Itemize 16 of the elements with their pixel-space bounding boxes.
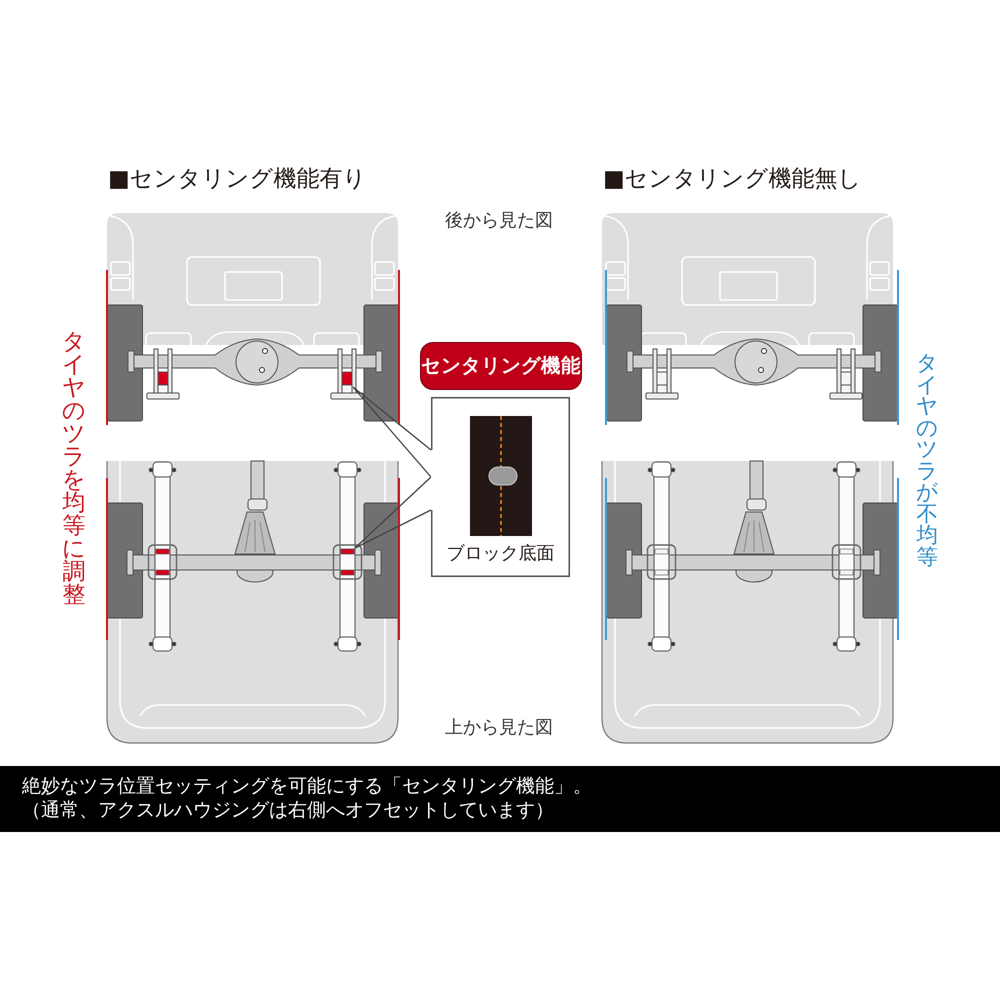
leader-line [354,476,432,549]
view-label: 後から見た図 [445,211,553,231]
leader-line [352,386,432,478]
panel-heading: ■センタリング機能無し [603,167,862,192]
title-badge: センタリング機能 [420,342,582,390]
panel-heading: ■センタリング機能有り [108,167,367,192]
vertical-note: タイヤのツラを均等に調整 [62,331,86,607]
caption-text: 絶妙なツラ位置セッティングを可能にする「センタリング機能」。 [22,774,592,798]
caption-text: （通常、アクスルハウジングは右側へオフセットしています） [22,798,554,822]
caption-band [0,766,1000,832]
spacer-block [342,372,352,386]
spacer-block [340,548,354,554]
vertical-note: タイヤのツラが不均等 [916,353,938,568]
callout-text: ブロック底面 [446,544,556,564]
view-label: 上から見た図 [445,718,553,738]
callout-box [431,397,570,577]
